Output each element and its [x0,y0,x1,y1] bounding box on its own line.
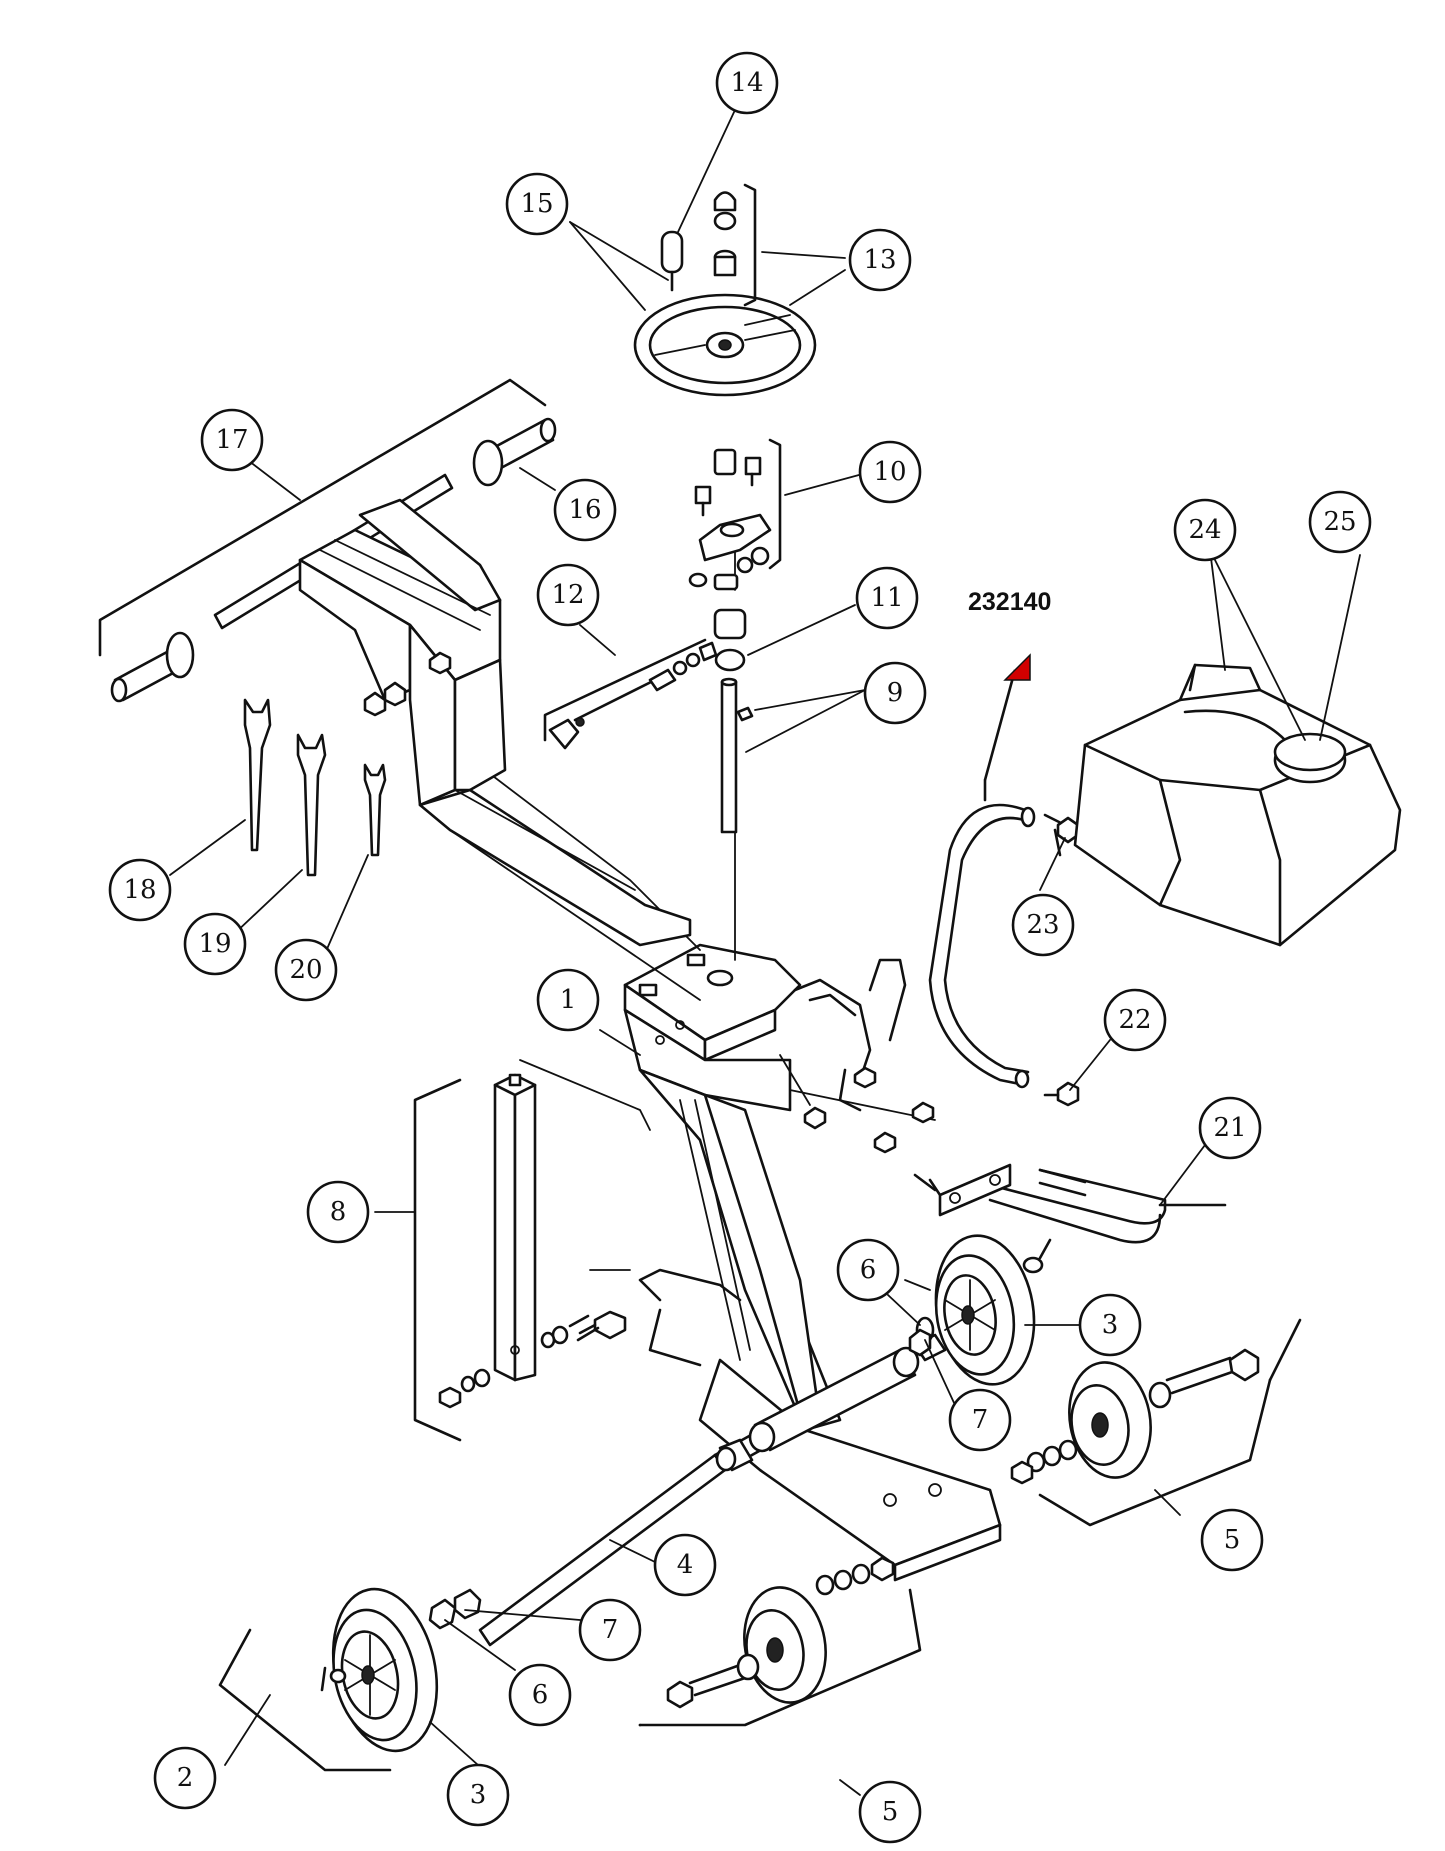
reference-arrow [983,653,1031,781]
callout-19: 19 [183,912,247,976]
callout-13: 13 [848,228,912,292]
fuel-system [928,663,1402,1107]
callout-label-3a: 3 [1102,1310,1119,1340]
caster-right [1010,1348,1260,1485]
support-leg-assembly [413,1073,627,1442]
callout-3b: 3 [446,1763,510,1827]
callout-label-3b: 3 [470,1780,487,1810]
handlebar-frame [98,378,692,947]
callout-label-8: 8 [330,1197,347,1227]
callout-label-10: 10 [873,457,906,487]
callout-label-16: 16 [568,495,601,525]
callout-label-14: 14 [730,68,763,98]
callout-21: 21 [1198,1096,1262,1160]
callout-label-7a: 7 [972,1405,989,1435]
callout-label-5b: 5 [882,1797,899,1827]
callout-label-23: 23 [1026,910,1059,940]
callouts: 1 2 3 3 4 5 5 6 6 7 7 8 9 10 11 12 13 14… [108,51,1372,1844]
callout-label-6a: 6 [860,1255,877,1285]
steering-column [543,438,782,834]
callout-label-1: 1 [560,985,577,1015]
callout-label-24: 24 [1188,515,1221,545]
callout-label-20: 20 [289,955,322,985]
tool-wrenches [243,698,387,877]
callout-label-22: 22 [1118,1005,1151,1035]
callout-label-5a: 5 [1224,1525,1241,1555]
callout-9: 9 [863,661,927,725]
steering-wheel-assembly [633,183,817,397]
callout-label-9: 9 [887,678,904,708]
callout-label-13: 13 [863,245,896,275]
caster-left [666,1556,895,1709]
callout-label-18: 18 [123,875,156,905]
reference-number: 232140 [968,588,1051,616]
handle-bar [803,1066,1167,1244]
callout-7a: 7 [948,1388,1012,1452]
callout-label-11: 11 [870,583,903,613]
callout-25: 25 [1308,490,1372,554]
callout-10: 10 [858,440,922,504]
main-frame [623,943,1002,1582]
callout-label-21: 21 [1213,1113,1246,1143]
callout-18: 18 [108,858,172,922]
callout-17: 17 [200,408,264,472]
right-wheel [934,1234,1052,1386]
callout-20: 20 [274,938,338,1002]
callout-23: 23 [1011,893,1075,957]
callout-1: 1 [536,968,600,1032]
callout-6b: 6 [508,1663,572,1727]
callout-7b: 7 [578,1598,642,1662]
callout-label-17: 17 [215,425,248,455]
callout-2: 2 [153,1746,217,1810]
left-wheel [320,1587,439,1753]
callout-11: 11 [855,566,919,630]
callout-label-19: 19 [198,929,231,959]
callout-3a: 3 [1078,1293,1142,1357]
callout-5a: 5 [1200,1508,1264,1572]
callout-12: 12 [536,563,600,627]
callout-8: 8 [306,1180,370,1244]
callout-15: 15 [505,172,569,236]
callout-label-15: 15 [520,189,553,219]
callout-24: 24 [1173,498,1237,562]
right-washers [908,1316,935,1357]
callout-14: 14 [715,51,779,115]
left-washers [428,1588,482,1630]
callout-label-25: 25 [1323,507,1356,537]
callout-16: 16 [553,478,617,542]
callout-5b: 5 [858,1780,922,1844]
callout-22: 22 [1103,988,1167,1052]
callout-label-7b: 7 [602,1615,619,1645]
callout-4: 4 [653,1533,717,1597]
callout-label-2: 2 [177,1763,194,1793]
callout-label-12: 12 [551,580,584,610]
callout-label-6b: 6 [532,1680,549,1710]
callout-6a: 6 [836,1238,900,1302]
callout-leaders [169,109,1361,1796]
callout-label-4: 4 [677,1550,694,1580]
